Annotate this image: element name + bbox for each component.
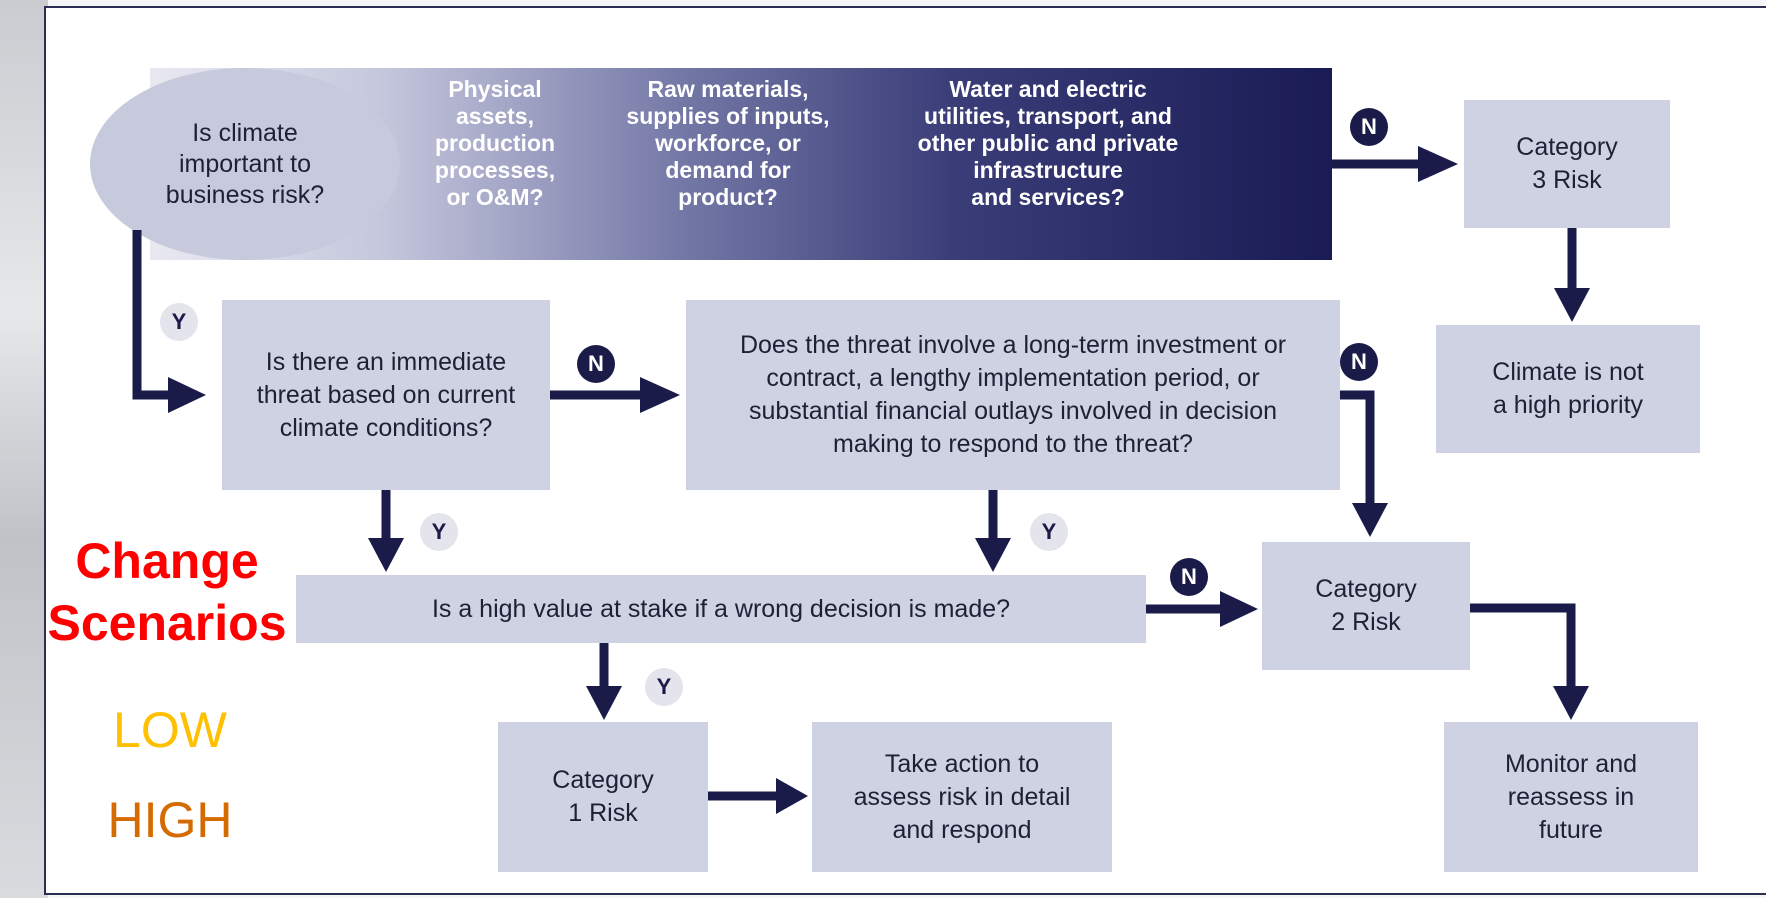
banner-utilities: Water and electric utilities, transport,… xyxy=(917,76,1179,210)
arrowhead xyxy=(586,686,622,720)
climate-not-priority-text: Climate is not a high priority xyxy=(1492,358,1644,419)
yes-label: Y xyxy=(420,513,458,551)
climate-not-priority-box: Climate is not a high priority xyxy=(1436,325,1700,453)
arrow-category2-to-monitor xyxy=(1470,603,1576,688)
arrowhead xyxy=(1352,503,1388,537)
no-label: N xyxy=(1170,558,1208,596)
immediate-threat-text: Is there an immediate threat based on cu… xyxy=(256,347,516,442)
change-scenarios-line2: Scenarios xyxy=(47,595,287,651)
category-3-text: Category 3 Risk xyxy=(1516,133,1618,194)
arrowhead xyxy=(776,778,808,814)
monitor-text: Monitor and reassess in future xyxy=(1504,749,1638,844)
no-label: N xyxy=(1350,108,1388,146)
immediate-threat-box: Is there an immediate threat based on cu… xyxy=(222,300,550,490)
banner-physical-assets: Physical assets, production processes, o… xyxy=(434,76,556,210)
arrowhead xyxy=(368,538,404,572)
yes-label: Y xyxy=(645,668,683,706)
yes-label: Y xyxy=(160,303,198,341)
background-strip xyxy=(0,0,48,898)
arrowhead xyxy=(1553,686,1589,720)
scenario-high: HIGH xyxy=(107,792,233,848)
category-2-text: Category 2 Risk xyxy=(1315,575,1417,636)
arrowhead xyxy=(1418,146,1458,182)
arrowhead xyxy=(168,377,206,413)
banner-raw-materials: Raw materials, supplies of inputs, workf… xyxy=(626,76,830,210)
category-3-box: Category 3 Risk xyxy=(1464,100,1670,228)
category-2-box: Category 2 Risk xyxy=(1262,542,1470,670)
arrowhead xyxy=(1554,288,1590,322)
change-scenarios-title: Change Scenarios xyxy=(22,530,312,654)
arrowhead xyxy=(640,377,680,413)
high-value-box: Is a high value at stake if a wrong deci… xyxy=(296,575,1146,643)
yes-label: Y xyxy=(1030,513,1068,551)
change-scenarios-line1: Change xyxy=(75,533,259,589)
arrowhead xyxy=(975,538,1011,572)
arrow-longterm-to-category2 xyxy=(1340,390,1375,505)
start-question-text: Is climate important to business risk? xyxy=(165,118,325,209)
long-term-box: Does the threat involve a long-term inve… xyxy=(686,300,1340,490)
scenario-low: LOW xyxy=(113,702,227,758)
category-1-text: Category 1 Risk xyxy=(552,766,654,827)
arrowhead xyxy=(1220,591,1258,627)
category-1-box: Category 1 Risk xyxy=(498,722,708,872)
take-action-text: Take action to assess risk in detail and… xyxy=(853,749,1071,844)
arrow-start-to-immediate xyxy=(132,230,168,400)
no-label: N xyxy=(1340,343,1378,381)
monitor-box: Monitor and reassess in future xyxy=(1444,722,1698,872)
take-action-box: Take action to assess risk in detail and… xyxy=(812,722,1112,872)
long-term-text: Does the threat involve a long-term inve… xyxy=(739,331,1287,458)
high-value-text: Is a high value at stake if a wrong deci… xyxy=(431,594,1011,623)
start-question: Is climate important to business risk? xyxy=(90,68,400,260)
no-label: N xyxy=(577,345,615,383)
